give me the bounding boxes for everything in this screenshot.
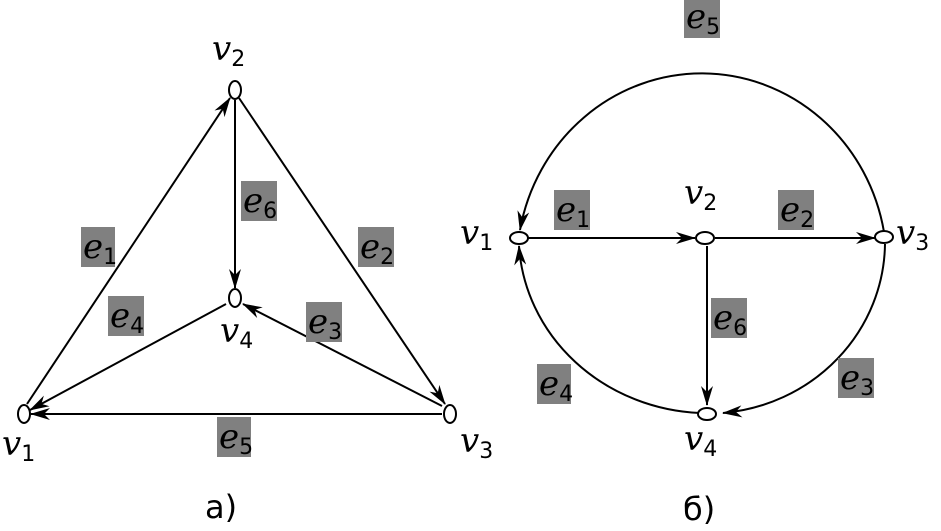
edge-label-box-a-e1 — [81, 227, 115, 267]
vertex-b-v3 — [874, 230, 894, 244]
vertex-label-a-v3: v3 — [460, 421, 493, 464]
vertex-label-a-v4: v4 — [220, 311, 253, 354]
diagram-a: e1 e2 e3 e4 e5 e6 v1 v2 v3 v4 а) — [2, 29, 493, 526]
edge-a-e3 — [242, 303, 443, 407]
edge-label-b-e3: e3 — [840, 358, 874, 401]
vertex-label-b-v3: v3 — [896, 213, 929, 256]
vertex-label-a-v1: v1 — [2, 424, 35, 467]
edge-label-a-e2: e2 — [360, 227, 394, 270]
edge-a-e4 — [29, 303, 227, 411]
edge-label-a-e5: e5 — [219, 417, 253, 460]
vertex-label-b-v2: v2 — [684, 173, 717, 216]
edge-label-b-e4: e4 — [539, 364, 573, 407]
edge-b-e4 — [514, 245, 701, 414]
vertex-label-b-v1: v1 — [460, 213, 493, 256]
edge-label-box-a-e3 — [306, 302, 342, 342]
vertex-a-v4 — [228, 288, 242, 308]
edge-label-b-e6: e6 — [713, 298, 747, 341]
vertex-label-a-v2: v2 — [212, 29, 245, 72]
edge-label-box-b-e1 — [554, 190, 590, 230]
edge-label-box-b-e2 — [778, 190, 814, 230]
vertex-a-v3 — [443, 404, 457, 424]
vertex-b-v4 — [697, 407, 717, 421]
edge-label-box-b-e3 — [838, 358, 874, 398]
edge-b-e5 — [517, 72, 885, 233]
edge-label-b-e1: e1 — [556, 190, 590, 233]
edge-label-a-e1: e1 — [83, 227, 117, 270]
edge-label-box-b-e5 — [684, 0, 720, 38]
edge-label-box-b-e6 — [711, 298, 747, 338]
edge-label-a-e3: e3 — [308, 302, 342, 345]
caption-a: а) — [205, 488, 237, 526]
edge-label-b-e5: e5 — [686, 0, 720, 40]
edge-a-e2 — [238, 97, 446, 405]
edge-label-box-b-e4 — [537, 364, 571, 404]
vertex-b-v1 — [509, 231, 529, 245]
caption-b: б) — [683, 490, 715, 528]
edge-label-b-e2: e2 — [780, 190, 814, 233]
edge-b-e3 — [722, 243, 886, 418]
edge-a-e1 — [26, 97, 231, 405]
edge-label-a-e6: e6 — [243, 181, 277, 224]
edge-label-box-a-e6 — [241, 181, 277, 221]
edge-label-a-e4: e4 — [110, 296, 144, 339]
vertex-b-v2 — [695, 231, 715, 245]
edge-label-box-a-e4 — [108, 296, 144, 336]
vertex-a-v2 — [228, 80, 242, 100]
edge-label-box-a-e5 — [217, 417, 251, 457]
vertex-label-b-v4: v4 — [684, 419, 717, 462]
edge-label-box-a-e2 — [358, 227, 394, 267]
diagram-b: e1 e2 e3 e4 e5 e6 v1 v2 v3 v4 б) — [460, 0, 929, 528]
vertex-a-v1 — [17, 404, 31, 424]
